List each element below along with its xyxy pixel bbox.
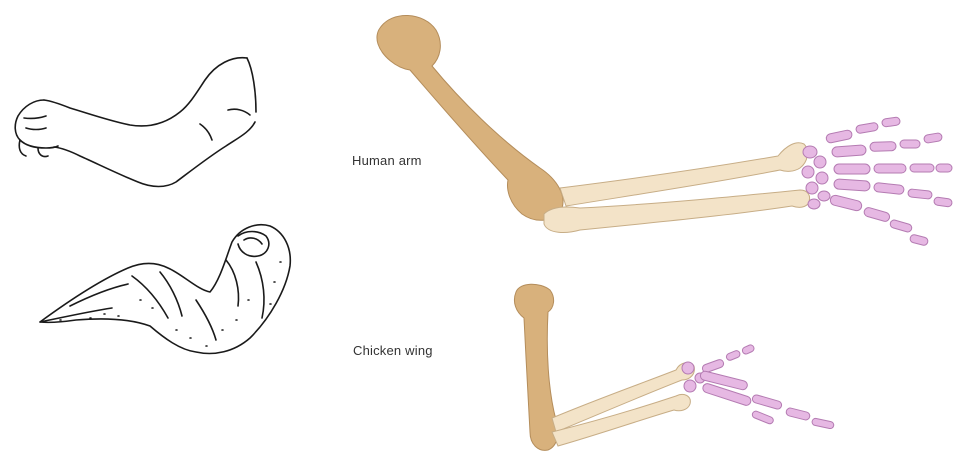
chicken-hand-bones [682, 344, 834, 429]
chicken-humerus-bone [514, 284, 558, 450]
